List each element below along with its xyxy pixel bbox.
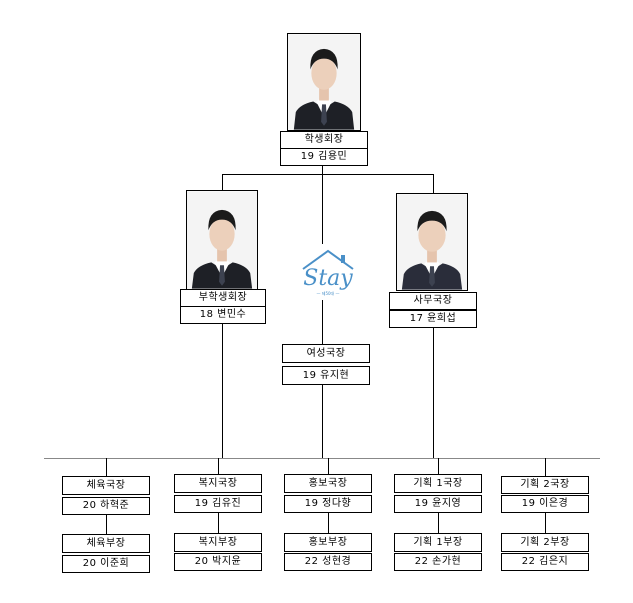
connector-dept5-drop [545,458,546,476]
dept5-head-name: 19 이은경 [501,495,589,513]
connector-center-trunk-mid [322,300,323,344]
connector-dept4-mid [438,513,439,533]
connector-secretary-top [433,174,434,193]
dept4-deputy-title: 기획 1부장 [394,533,482,552]
dept5-deputy-name: 22 김은지 [501,553,589,571]
dept1-deputy-name: 20 이준희 [62,555,150,573]
connector-dept3-mid [328,513,329,533]
dept3-head-name: 19 정다향 [284,495,372,513]
secretary-title: 사무국장 [389,292,477,310]
dept5-deputy-title: 기획 2부장 [501,533,589,552]
dept2-head-name: 19 김유진 [174,495,262,513]
dept2-deputy-name: 20 박지윤 [174,553,262,571]
dept5-head-title: 기획 2국장 [501,476,589,494]
president-name: 19 김용민 [280,148,368,166]
dept1-head-name: 20 하혁준 [62,497,150,515]
connector-dept3-drop [328,458,329,474]
logo-word: Stay [303,266,353,291]
connector-dept1-drop [106,458,107,476]
connector-bottom-horizontal [44,458,600,459]
dept1-head-title: 체육국장 [62,476,150,495]
dept4-head-title: 기획 1국장 [394,474,482,493]
president-title: 학생회장 [280,131,368,149]
connector-dept5-mid [545,513,546,533]
dept2-head-title: 복지국장 [174,474,262,493]
connector-dept2-mid [218,513,219,533]
connector-vp-top [222,174,223,190]
dept1-deputy-title: 체육부장 [62,534,150,553]
president-photo [287,33,361,131]
dept2-deputy-title: 복지부장 [174,533,262,552]
vice-president-name: 18 변민수 [180,306,266,324]
connector-top-horizontal [222,174,433,175]
secretary-photo [396,193,468,291]
dept3-deputy-name: 22 성현경 [284,553,372,571]
connector-dept2-drop [218,458,219,474]
vice-president-title: 부학생회장 [180,289,266,307]
dept4-head-name: 19 윤지영 [394,495,482,513]
connector-center-trunk-upper [322,174,323,244]
connector-center-trunk-lower [322,385,323,458]
connector-secretary-down [433,328,434,458]
women-director-name: 19 유지현 [282,366,370,385]
women-director-title: 여성국장 [282,344,370,363]
dept3-head-title: 홍보국장 [284,474,372,493]
stay-logo: Stay — 제50대 — [297,247,359,297]
connector-dept4-drop [438,458,439,474]
connector-dept1-mid [106,515,107,534]
secretary-name: 17 윤희섭 [389,310,477,328]
logo-sub: — 제50대 — [317,290,340,296]
connector-vp-down [222,324,223,458]
connector-president [322,166,323,174]
dept4-deputy-name: 22 손가현 [394,553,482,571]
dept3-deputy-title: 홍보부장 [284,533,372,552]
vice-president-photo [186,190,258,290]
